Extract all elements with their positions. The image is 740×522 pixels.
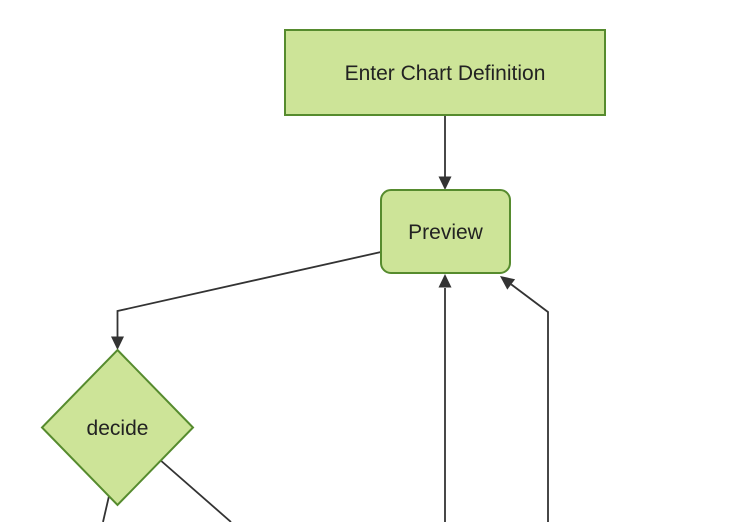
node-enter-chart-definition-label: Enter Chart Definition bbox=[345, 62, 546, 85]
node-preview: Preview bbox=[380, 189, 511, 274]
node-preview-shape bbox=[380, 189, 511, 274]
arrowhead-into-decide-top bbox=[111, 336, 124, 350]
edge-return-to-preview-right bbox=[510, 283, 549, 522]
edge-layer bbox=[102, 115, 549, 522]
node-preview-label: Preview bbox=[408, 221, 484, 244]
arrowhead-into-preview-top bbox=[438, 176, 452, 190]
arrowhead-into-preview-bottom bbox=[438, 274, 452, 288]
node-enter-chart-definition: Enter Chart Definition bbox=[284, 29, 606, 116]
node-decide-shape bbox=[40, 348, 195, 507]
edge-decide-branch-right bbox=[158, 458, 232, 522]
node-decide-label: decide bbox=[87, 417, 149, 440]
edge-decide-branch-left bbox=[102, 495, 110, 522]
edge-preview-to-decide bbox=[116, 251, 382, 337]
node-decide: decide bbox=[40, 348, 195, 507]
node-enter-chart-definition-shape bbox=[284, 29, 606, 116]
arrowhead-into-preview-corner bbox=[500, 276, 516, 290]
